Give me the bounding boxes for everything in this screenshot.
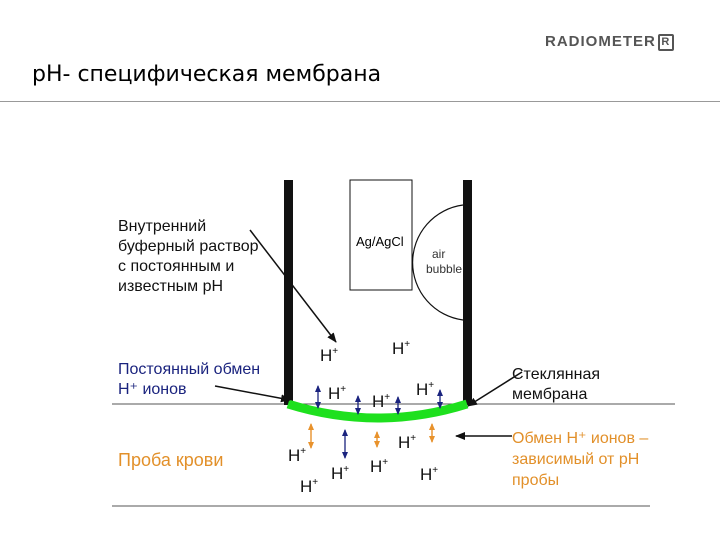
inner-buffer-label-4: известным pH xyxy=(118,278,223,295)
h-ion-sample-1: H+ xyxy=(288,446,306,465)
h-ion-inside-3: H+ xyxy=(328,384,346,403)
exchange-depends-label-3: пробы xyxy=(512,472,559,489)
air-bubble-label-2: bubble xyxy=(426,262,462,276)
h-ion-inside-1: H+ xyxy=(320,346,338,365)
h-ion-inside-4: H+ xyxy=(372,392,390,411)
glass-membrane-pointer-arrow xyxy=(467,371,523,407)
title-divider xyxy=(0,101,720,102)
inner-buffer-label-1: Внутренний xyxy=(118,218,206,235)
h-ion-inside-5: H+ xyxy=(416,380,434,399)
constant-exchange-pointer-arrow xyxy=(214,385,291,403)
h-ion-sample-3: H+ xyxy=(331,464,349,483)
glass-membrane xyxy=(286,399,469,423)
inner-buffer-label-2: буферный раствор xyxy=(118,238,259,255)
logo-text: RADIOMETER xyxy=(545,33,656,50)
h-ion-sample-5: H+ xyxy=(398,433,416,452)
glass-membrane-label-2: мембрана xyxy=(512,386,588,403)
exchange-depends-label-1: Обмен H⁺ ионов – xyxy=(512,430,648,447)
h-ion-sample-2: H+ xyxy=(300,477,318,496)
inner-buffer-pointer-arrow xyxy=(249,229,337,343)
left-tube-wall xyxy=(284,180,293,405)
registered-mark-icon: R xyxy=(657,34,674,51)
agcl-electrode-box xyxy=(349,179,413,291)
agcl-label: Ag/AgCl xyxy=(356,234,404,249)
exchange-depends-label-2: зависимый от pH xyxy=(512,451,639,468)
page-title: pH- специфическая мембрана xyxy=(32,62,382,87)
glass-membrane-label-1: Стеклянная xyxy=(512,366,600,383)
h-ion-sample-4: H+ xyxy=(370,457,388,476)
constant-exchange-label-1: Постоянный обмен xyxy=(118,361,260,378)
constant-exchange-label-2: H⁺ ионов xyxy=(118,381,187,398)
h-ion-inside-2: H+ xyxy=(392,339,410,358)
air-bubble-outline xyxy=(412,204,464,321)
h-ion-sample-6: H+ xyxy=(420,465,438,484)
blood-sample-label: Проба крови xyxy=(118,450,223,470)
inner-buffer-label-3: с постоянным и xyxy=(118,258,234,275)
air-bubble-label-1: air xyxy=(432,247,445,261)
right-tube-wall xyxy=(463,180,472,405)
